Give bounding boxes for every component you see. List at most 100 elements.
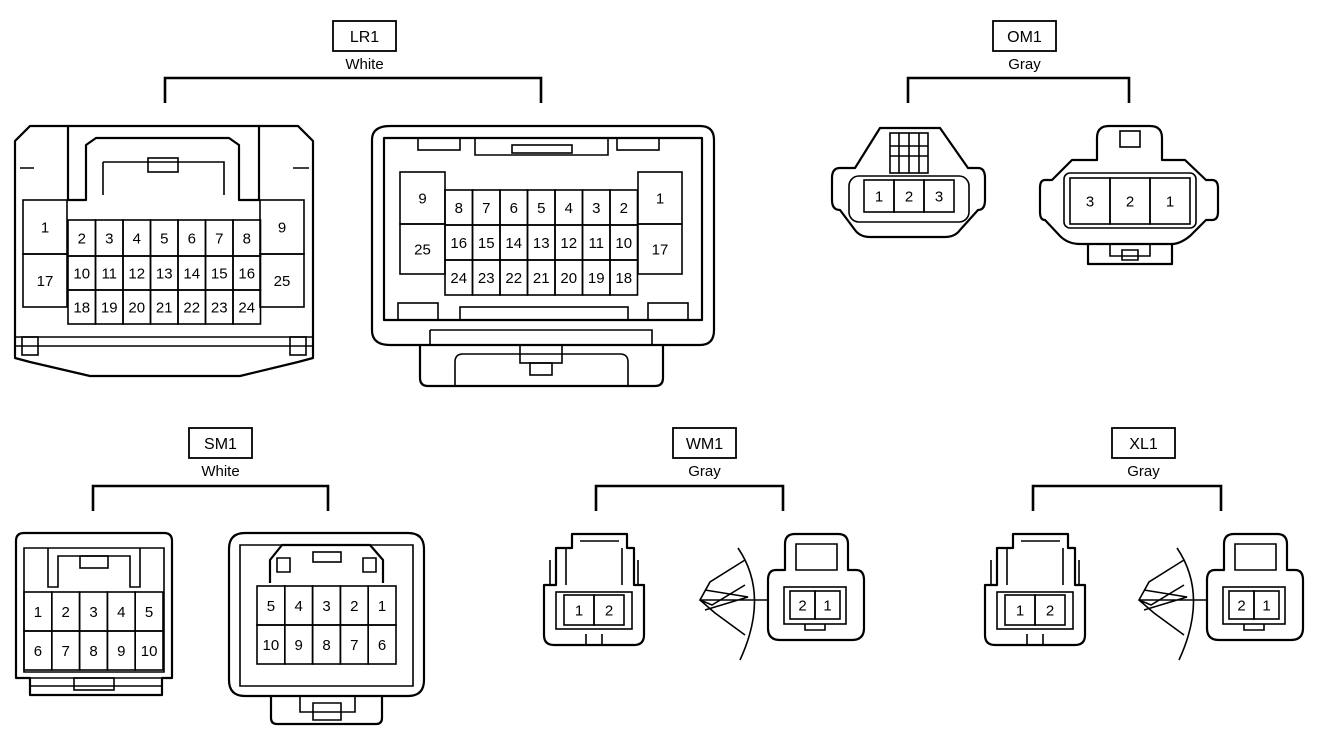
pin-number: 8 [455, 200, 463, 217]
connector-id-box [188, 427, 253, 459]
connector-id-box [672, 427, 737, 459]
pin-number: 19 [101, 300, 118, 317]
pin-number: 2 [62, 604, 70, 621]
pin-number: 6 [510, 200, 518, 217]
connector-id: WM1 [686, 436, 723, 453]
connector-id-box [992, 20, 1057, 52]
pin-number: 12 [560, 235, 577, 252]
pin-number: 8 [322, 637, 330, 654]
pin-number: 3 [89, 604, 97, 621]
pin-cavity [134, 630, 164, 671]
pin-cavity [1253, 590, 1280, 620]
connector-id: SM1 [204, 436, 237, 453]
pin-number: 10 [73, 266, 90, 283]
connector-bracket [594, 484, 785, 511]
pin-number: 6 [378, 637, 386, 654]
pin-number: 2 [905, 189, 913, 206]
cavity-grid: 3 2 1 [1069, 177, 1191, 225]
pin-number: 11 [588, 235, 604, 252]
pin-number: 16 [238, 266, 255, 283]
pin-number: 1 [1166, 194, 1174, 211]
pin-number: 14 [505, 235, 522, 252]
pin-number: 5 [160, 231, 168, 248]
pin-number: 12 [128, 266, 145, 283]
connector-housing-left [830, 126, 987, 239]
pin-number: 21 [533, 270, 550, 287]
pin-number: 9 [117, 643, 125, 660]
connector-color: White [345, 56, 383, 73]
connector-housing-right [1038, 124, 1220, 266]
connector-color: Gray [1127, 463, 1160, 480]
pin-number: 13 [533, 235, 550, 252]
pin-number: 11 [101, 266, 117, 283]
connector-id-box [1111, 427, 1176, 459]
pin-number: 2 [620, 200, 628, 217]
pin-number: 1 [656, 191, 664, 208]
pin-number: 17 [652, 242, 669, 259]
pin-number: 18 [615, 270, 632, 287]
pin-number: 4 [295, 598, 303, 615]
pin-number: 1 [823, 598, 831, 615]
pin-number: 1 [1016, 603, 1024, 620]
pin-number: 6 [188, 231, 196, 248]
pin-cavity [367, 624, 397, 665]
pin-cavity [814, 590, 841, 620]
pin-number: 7 [215, 231, 223, 248]
connector-housing-right [698, 532, 866, 661]
pin-number: 3 [592, 200, 600, 217]
pin-number: 25 [274, 273, 291, 290]
pin-number: 22 [183, 300, 200, 317]
connector-id-box [332, 20, 397, 52]
pin-number: 23 [211, 300, 228, 317]
pin-number: 3 [1086, 194, 1094, 211]
pin-number: 2 [1126, 194, 1134, 211]
pin-cavity [923, 179, 955, 213]
pin-number: 18 [73, 300, 90, 317]
pin-number: 14 [183, 266, 200, 283]
connector-housing-right [1137, 532, 1305, 661]
pin-number: 4 [565, 200, 573, 217]
pin-number: 1 [34, 604, 42, 621]
pin-number: 10 [263, 637, 280, 654]
pin-number: 2 [78, 231, 86, 248]
connector-bracket [91, 484, 330, 511]
pin-cavity [22, 253, 68, 308]
pin-cavity [1034, 594, 1066, 626]
pin-number: 16 [450, 235, 467, 252]
pin-cavity [593, 594, 625, 626]
pin-cavity [1149, 177, 1191, 225]
pin-number: 9 [418, 191, 426, 208]
pin-number: 21 [156, 300, 173, 317]
connector-bracket [163, 76, 543, 103]
pin-number: 10 [615, 235, 632, 252]
pin-number: 4 [133, 231, 141, 248]
connector-housing-left [542, 532, 646, 647]
pin-number: 8 [89, 643, 97, 660]
pin-number: 1 [41, 220, 49, 237]
pin-number: 3 [105, 231, 113, 248]
pin-number: 2 [350, 598, 358, 615]
pin-number: 1 [378, 598, 386, 615]
pin-number: 24 [450, 270, 467, 287]
pin-number: 2 [798, 598, 806, 615]
pin-number: 10 [141, 643, 158, 660]
connector-bracket [906, 76, 1131, 103]
pin-number: 15 [211, 266, 228, 283]
pin-number: 5 [145, 604, 153, 621]
pin-number: 9 [295, 637, 303, 654]
pin-number: 20 [128, 300, 145, 317]
connector-housing-right [370, 124, 716, 388]
pin-number: 7 [62, 643, 70, 660]
connector-housing-left [13, 124, 315, 378]
